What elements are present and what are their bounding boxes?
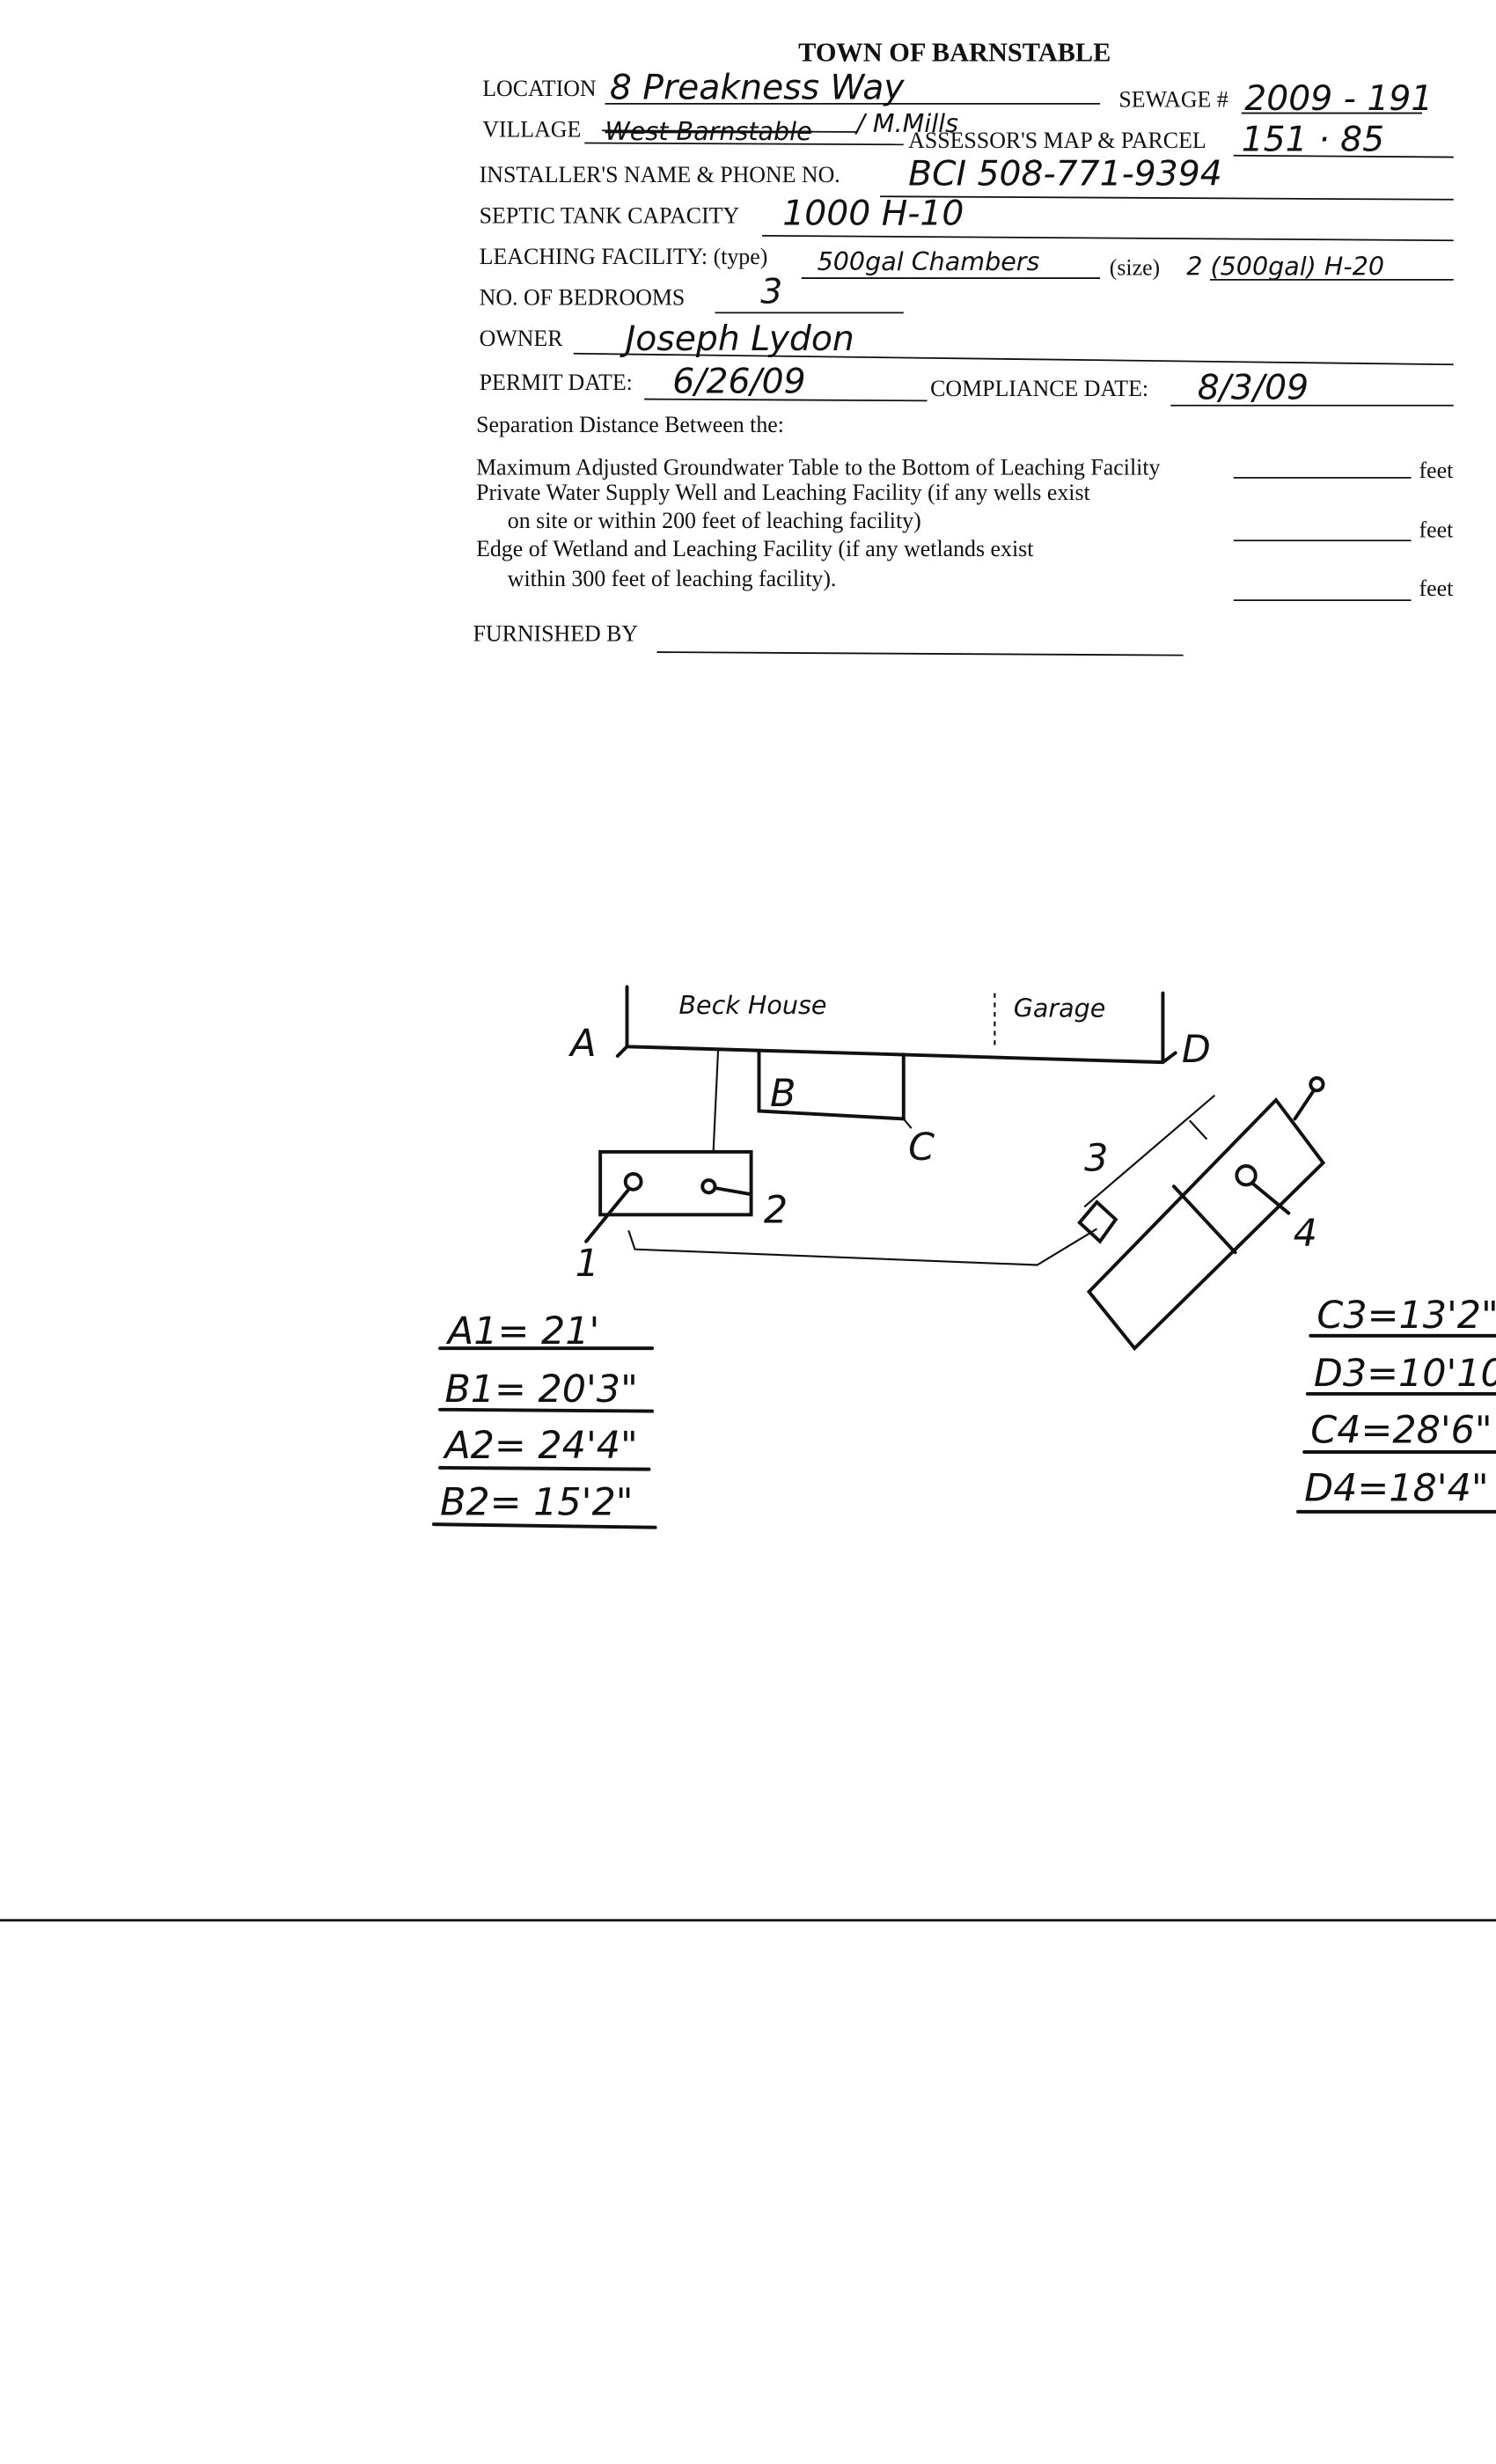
measurement-a2: A2= 24'4" [442,1424,637,1468]
house-outline [615,985,1177,1065]
measurement-d4: D4=18'4" [1304,1466,1488,1510]
house-label: Beck House [678,990,826,1020]
tank-line [762,234,1454,242]
effluent-pipe [627,1228,1097,1266]
parcel-line [1233,154,1454,158]
village-value[interactable]: / M.Mills [854,108,958,138]
point-1-label: 1 [576,1242,599,1286]
location-label: LOCATION [482,76,597,101]
leaching-type-value[interactable]: 500gal Chambers [818,246,1040,276]
house-bump [757,1049,906,1121]
furnished-by-label: FURNISHED BY [473,621,639,647]
measurement-d3: D3=10'10" [1314,1352,1496,1396]
garage-label: Garage [1014,993,1106,1023]
feet-unit: feet [1419,517,1455,543]
building-sewer-pipe [712,1049,720,1151]
village-label: VILLAGE [482,116,581,142]
tank-label: SEPTIC TANK CAPACITY [480,203,740,229]
installer-label: INSTALLER'S NAME & PHONE NO. [480,162,840,187]
installer-value[interactable]: BCI 508-771-9394 [908,155,1222,194]
location-value[interactable]: 8 Preakness Way [610,69,905,108]
permit-date-line [644,398,928,402]
right-measurements: C3=13'2" D3=10'10" C4=28'6" D4=18'4" [1296,1294,1496,1514]
village-line [584,142,904,146]
size-label: (size) [1110,255,1160,281]
tank-outlet-cover [700,1178,717,1195]
distribution-box [1077,1199,1118,1244]
separation-wetland-cont: within 300 feet of leaching facility). [508,566,837,591]
size-value[interactable]: 2 (500gal) H-20 [1186,252,1384,282]
compliance-date-label: COMPLIANCE DATE: [930,376,1148,401]
form-title: TOWN OF BARNSTABLE [798,38,1111,68]
point-2-label: 2 [764,1188,788,1232]
parcel-value[interactable]: 151 · 85 [1242,120,1384,159]
left-measurements: A1= 21' B1= 20'3" A2= 24'4" B2= 15'2" [431,1309,657,1529]
tank-value[interactable]: 1000 H-10 [782,194,964,233]
measurement-a1: A1= 21' [445,1309,599,1353]
sewage-value[interactable]: 2009 - 191 [1244,79,1433,119]
owner-line [573,352,1454,366]
permit-date-label: PERMIT DATE: [480,370,633,395]
feet-unit: feet [1419,576,1455,601]
inspection-port [1309,1076,1325,1093]
strike-line [601,129,857,133]
feet-unit: feet [1419,458,1455,483]
measurement-c4: C4=28'6" [1310,1408,1492,1452]
measurement-b1: B1= 20'3" [444,1368,637,1412]
leaching-field [1086,1096,1326,1352]
field-cover [1235,1164,1258,1187]
point-a-label: A [568,1022,596,1066]
owner-value[interactable]: Joseph Lydon [620,319,854,359]
parcel-label: ASSESSOR'S MAP & PARCEL [908,128,1206,153]
permit-date-value[interactable]: 6/26/09 [672,362,805,401]
tank-inlet-cover [623,1171,643,1192]
bedrooms-value[interactable]: 3 [760,273,782,312]
measurement-c3: C3=13'2" [1316,1294,1496,1338]
chamber-divider [1171,1184,1237,1255]
leaching-label: LEACHING FACILITY: (type) [480,244,768,269]
septic-tank [598,1149,753,1217]
owner-label: OWNER [480,326,564,351]
site-sketch: Beck House Garage A D B C 2 1 3 4 A1= 21… [431,985,1496,1529]
installer-line [879,195,1454,201]
measurement-b2: B2= 15'2" [440,1480,633,1524]
separation-well-cont: on site or within 200 feet of leaching f… [508,508,921,533]
sewage-label: SEWAGE # [1118,86,1228,112]
separation-wetland: Edge of Wetland and Leaching Facility (i… [476,536,1034,561]
point-d-label: D [1182,1028,1211,1072]
separation-groundwater: Maximum Adjusted Groundwater Table to th… [476,454,1160,480]
point-4-label: 4 [1294,1212,1317,1256]
compliance-date-value[interactable]: 8/3/09 [1198,369,1309,408]
offset-line [1083,1094,1216,1208]
point-c-label: C [908,1126,935,1170]
point-3-label: 3 [1084,1136,1108,1180]
furnished-by-field[interactable] [656,651,1184,656]
separation-well: Private Water Supply Well and Leaching F… [476,480,1090,505]
separation-heading: Separation Distance Between the: [476,412,784,437]
bedrooms-label: NO. OF BEDROOMS [480,284,686,310]
point-b-label: B [770,1072,796,1116]
